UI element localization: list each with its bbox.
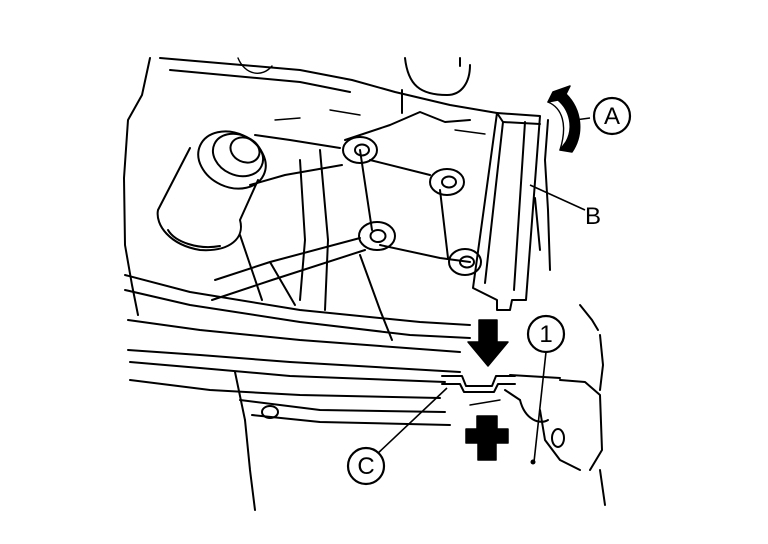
callout-1: 1 [526, 314, 566, 354]
tool-b [472, 112, 541, 311]
callout-a-text: A [604, 103, 620, 130]
up-arrow [465, 415, 509, 461]
callout-c: C [346, 446, 386, 486]
bolt-bosses [342, 136, 482, 276]
callout-c-text: C [357, 453, 374, 480]
leader-1 [533, 351, 547, 463]
callout-a: A [592, 96, 632, 136]
gap-detail [441, 375, 516, 393]
rotation-arrow [547, 85, 581, 153]
transmission-case [123, 57, 606, 511]
callout-1-text: 1 [539, 321, 552, 348]
leader-a [574, 117, 591, 121]
oil-filter-boss [156, 130, 267, 252]
leader-b [529, 184, 586, 211]
label-b-text: B [585, 203, 601, 230]
label-b: B [585, 203, 601, 230]
down-arrow [467, 319, 509, 367]
leader-1-dot [530, 459, 536, 465]
leader-c [374, 387, 448, 457]
